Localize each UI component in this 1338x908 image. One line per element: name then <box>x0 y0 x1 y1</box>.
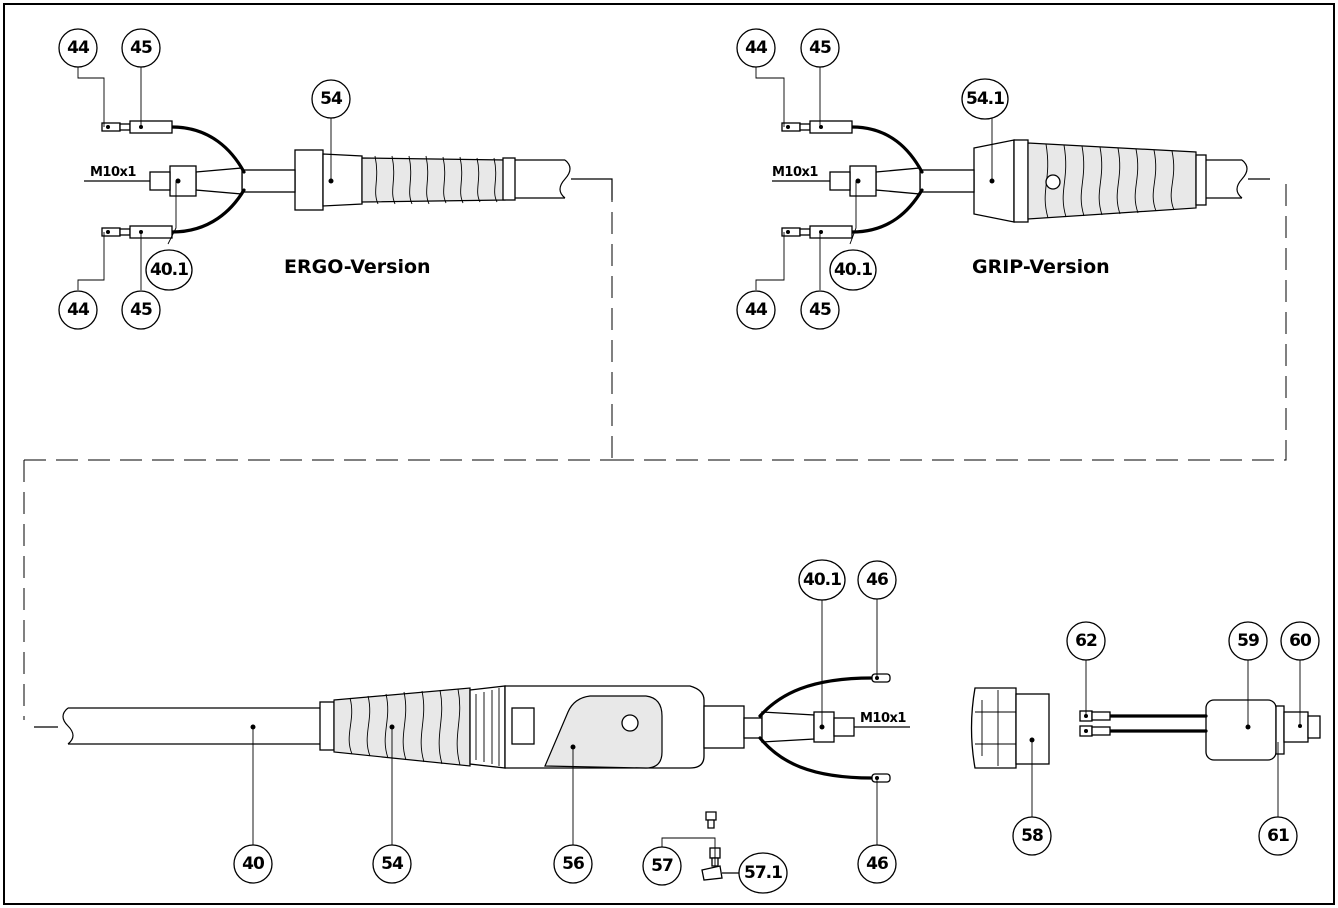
grip-version-assembly <box>755 67 1270 290</box>
callout-ergo-44-bottom: 44 <box>58 290 98 330</box>
svg-text:61: 61 <box>1267 826 1289 846</box>
svg-text:44: 44 <box>67 300 90 320</box>
callout-grip-54-1: 54.1 <box>961 78 1009 120</box>
callout-ergo-45-top: 45 <box>121 28 161 68</box>
ergo-thread-note: M10x1 <box>90 165 136 180</box>
callout-main-57: 57 <box>642 846 682 886</box>
svg-text:60: 60 <box>1289 631 1312 651</box>
main-thread-note: M10x1 <box>860 711 906 726</box>
svg-text:46: 46 <box>866 854 888 874</box>
svg-text:58: 58 <box>1021 826 1043 846</box>
svg-text:40: 40 <box>242 854 265 874</box>
callout-ergo-40-1: 40.1 <box>145 249 193 291</box>
callout-grip-44-bottom: 44 <box>736 290 776 330</box>
callout-main-59: 59 <box>1228 621 1268 661</box>
callout-main-61: 61 <box>1258 816 1298 856</box>
section-dividers <box>23 180 1287 720</box>
callout-ergo-54: 54 <box>311 79 351 119</box>
callout-grip-45-bottom: 45 <box>800 290 840 330</box>
grip-thread-note: M10x1 <box>772 165 818 180</box>
callout-main-40-1: 40.1 <box>798 559 846 601</box>
callout-main-40: 40 <box>233 844 273 884</box>
grip-bellows <box>1027 142 1197 220</box>
svg-text:54: 54 <box>381 854 404 874</box>
svg-text:40.1: 40.1 <box>834 260 872 280</box>
svg-text:45: 45 <box>809 300 831 320</box>
svg-text:44: 44 <box>745 300 768 320</box>
svg-text:57.1: 57.1 <box>744 863 782 883</box>
callout-main-62: 62 <box>1066 621 1106 661</box>
svg-text:62: 62 <box>1075 631 1097 651</box>
svg-text:59: 59 <box>1237 631 1259 651</box>
drawing-frame <box>3 3 1335 905</box>
svg-text:45: 45 <box>130 38 152 58</box>
callout-main-46-top: 46 <box>857 560 897 600</box>
svg-text:45: 45 <box>130 300 152 320</box>
callout-grip-45-top: 45 <box>800 28 840 68</box>
svg-text:45: 45 <box>809 38 831 58</box>
svg-text:57: 57 <box>651 856 673 876</box>
svg-text:40.1: 40.1 <box>150 260 188 280</box>
main-assembly <box>34 598 1321 881</box>
callout-main-60: 60 <box>1280 621 1320 661</box>
grip-version-title: GRIP-Version <box>972 256 1110 278</box>
svg-text:40.1: 40.1 <box>803 570 841 590</box>
svg-text:54.1: 54.1 <box>966 89 1004 109</box>
callout-main-56: 56 <box>553 844 593 884</box>
callout-main-58: 58 <box>1012 816 1052 856</box>
main-bellows <box>333 687 471 767</box>
callout-grip-40-1: 40.1 <box>829 249 877 291</box>
ergo-bellows <box>361 155 506 205</box>
svg-text:44: 44 <box>67 38 90 58</box>
ergo-version-title: ERGO-Version <box>284 256 431 278</box>
ergo-version-assembly <box>77 67 613 290</box>
callout-main-54: 54 <box>372 844 412 884</box>
callout-main-46-bottom: 46 <box>857 844 897 884</box>
svg-text:44: 44 <box>745 38 768 58</box>
callout-main-57-1: 57.1 <box>738 852 788 894</box>
svg-text:54: 54 <box>320 89 343 109</box>
svg-text:56: 56 <box>562 854 584 874</box>
callout-ergo-45-bottom: 45 <box>121 290 161 330</box>
callout-grip-44-top: 44 <box>736 28 776 68</box>
callout-ergo-44-top: 44 <box>58 28 98 68</box>
svg-text:46: 46 <box>866 570 888 590</box>
